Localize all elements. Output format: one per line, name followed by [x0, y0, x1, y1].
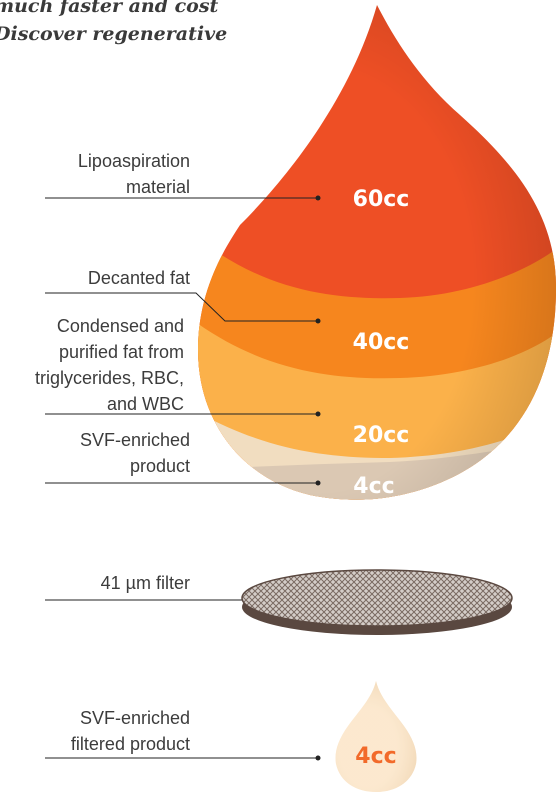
leader-lines [45, 197, 318, 759]
volume-final: 4cc [355, 744, 396, 769]
label-line: purified fat from [58, 342, 184, 362]
label-condensed-fat: Condensed and purified fat from triglyce… [35, 313, 184, 417]
label-svf-filtered: SVF-enriched filtered product [71, 705, 190, 757]
volume-40: 40cc [353, 330, 410, 355]
label-line: SVF-enriched [79, 708, 190, 728]
filter-disc [241, 569, 513, 635]
label-line: triglycerides, RBC, [34, 368, 184, 388]
label-line: Condensed and [56, 316, 184, 336]
heading-line-1: much faster and cost [0, 0, 219, 17]
volume-60: 60cc [353, 187, 410, 212]
label-line: material [125, 177, 190, 197]
volume-20: 20cc [353, 423, 410, 448]
label-decanted-fat: Decanted fat [88, 265, 190, 291]
label-line: Decanted fat [87, 268, 190, 288]
label-line: 41 µm filter [100, 573, 190, 593]
label-svf-product: SVF-enriched product [80, 427, 190, 479]
label-line: Lipoaspiration [77, 151, 190, 171]
label-filter: 41 µm filter [101, 570, 190, 596]
heading-line-2: Discover regenerative [0, 23, 228, 45]
leader-decanted [45, 292, 318, 322]
volume-4: 4cc [353, 474, 394, 499]
label-lipoaspiration: Lipoaspiration material [78, 148, 190, 200]
final-droplet: 4cc [335, 681, 417, 792]
label-line: product [129, 456, 190, 476]
label-line: SVF-enriched [79, 430, 190, 450]
label-line: filtered product [70, 734, 190, 754]
label-line: and WBC [106, 394, 184, 414]
